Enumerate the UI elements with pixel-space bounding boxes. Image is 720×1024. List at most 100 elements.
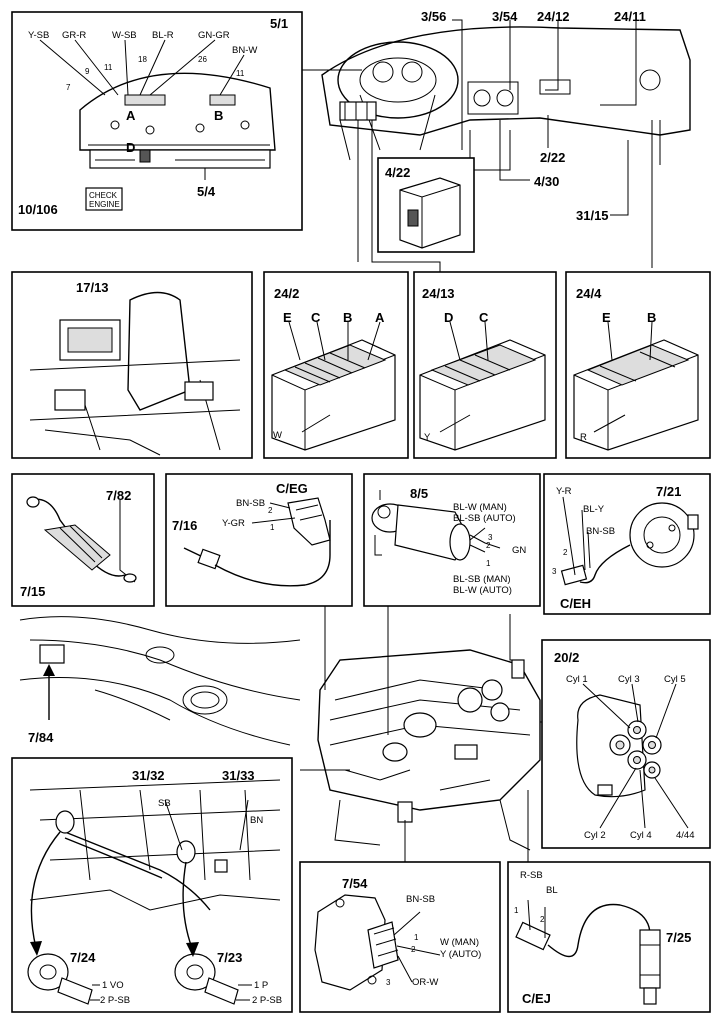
conn-244-b: B (647, 310, 656, 325)
knock-sensor-b (174, 953, 239, 1005)
idle-top-line1: BL-W (MAN) (453, 502, 507, 513)
label-7-24: 7/24 (70, 950, 96, 965)
heater-hose (26, 496, 137, 583)
label-7-82: 7/82 (106, 488, 131, 503)
cluster-panel (11, 11, 303, 231)
label-3-56: 3/56 (421, 9, 446, 24)
conn-242-c: C (311, 310, 321, 325)
conn-244-e: E (602, 310, 611, 325)
label-2-22: 2/22 (540, 150, 565, 165)
label-31-15: 31/15 (576, 208, 609, 223)
relay-4-22 (399, 177, 461, 249)
idle-pin-2: 2 (486, 541, 491, 550)
label-7-21: 7/21 (656, 484, 681, 499)
map-wire-line1: W (MAN) (440, 937, 479, 948)
label-c-ej: C/EJ (522, 991, 551, 1006)
engine-block-underside (29, 779, 281, 911)
label-4-44: 4/44 (676, 830, 695, 841)
knock-a-pin2: 2 P-SB (100, 995, 130, 1006)
conn-d-label: D (126, 140, 135, 155)
conn-2413-wire: Y (424, 432, 431, 443)
pin-9: 9 (85, 67, 90, 76)
map-wire-line2: Y (AUTO) (440, 949, 481, 960)
conn-b-label: B (214, 108, 223, 123)
knock-b-pin1: 1 P (254, 980, 268, 991)
idle-wire-gn: GN (512, 545, 526, 556)
wire-gn-gr: GN-GR (198, 30, 230, 41)
pin-11b: 11 (236, 69, 245, 78)
engine-text: ENGINE (89, 200, 120, 209)
label-20-2: 20/2 (554, 650, 579, 665)
wire-y-gr: Y-GR (222, 518, 245, 529)
conn-2413-d: D (444, 310, 453, 325)
wire-bn-sb-ceg: BN-SB (236, 498, 265, 509)
check-text: CHECK (89, 191, 118, 200)
wire-bl-r: BL-R (152, 30, 174, 41)
knock-sensor-a (27, 953, 93, 1005)
label-10-106: 10/106 (18, 202, 58, 217)
idle-bottom-line2: BL-W (AUTO) (453, 585, 512, 596)
label-5-4: 5/4 (197, 184, 216, 199)
wire-w-sb: W-SB (112, 30, 137, 41)
wire-bn-sb-ceh: BN-SB (586, 526, 615, 537)
label-24-11: 24/11 (614, 9, 646, 24)
label-17-13: 17/13 (76, 280, 109, 295)
label-4-30: 4/30 (534, 174, 559, 189)
pin-26: 26 (198, 55, 207, 64)
wire-y-r: Y-R (556, 486, 572, 497)
conn-242-wire: W (273, 430, 282, 441)
label-4-22: 4/22 (385, 165, 410, 180)
idle-top-line2: BL-SB (AUTO) (453, 513, 516, 524)
map-pin-2: 2 (411, 945, 416, 954)
rpm-sensor (560, 502, 699, 586)
cyl-4-label: Cyl 4 (630, 830, 652, 841)
label-31-33: 31/33 (222, 768, 255, 783)
coolant-temp-sensor (183, 497, 331, 587)
knock-b-pin2: 2 P-SB (252, 995, 282, 1006)
cam-pin-1: 1 (514, 906, 519, 915)
pin-2-ceg: 2 (268, 506, 273, 515)
idle-bottom-line1: BL-SB (MAN) (453, 574, 511, 585)
label-24-4: 24/4 (576, 286, 602, 301)
connector-block-2413 (419, 339, 546, 451)
label-7-23: 7/23 (217, 950, 242, 965)
wire-gr-r: GR-R (62, 30, 86, 41)
wire-y-sb: Y-SB (28, 30, 49, 41)
label-7-54: 7/54 (342, 876, 368, 891)
conn-2413-c: C (479, 310, 489, 325)
cyl-1-label: Cyl 1 (566, 674, 588, 685)
label-7-25: 7/25 (666, 930, 691, 945)
label-24-13: 24/13 (422, 286, 455, 301)
map-pin-3: 3 (386, 978, 391, 987)
conn-242-e: E (283, 310, 292, 325)
map-wire-bn-sb: BN-SB (406, 894, 435, 905)
dashboard-illustration (321, 26, 691, 171)
label-c-eh: C/EH (560, 596, 591, 611)
cam-wire-r-sb: R-SB (520, 870, 543, 881)
cam-pin-2: 2 (540, 915, 545, 924)
label-8-5: 8/5 (410, 486, 428, 501)
label-c-eg: C/EG (276, 481, 308, 496)
cyl-3-label: Cyl 3 (618, 674, 640, 685)
rpm-pin-2: 2 (563, 548, 568, 557)
connector-block-244 (573, 339, 699, 451)
diagnostic-socket (29, 291, 241, 456)
connector-block-242 (271, 339, 396, 451)
conn-242-a: A (375, 310, 385, 325)
pin-11a: 11 (104, 63, 113, 72)
wire-bn-w: BN-W (232, 45, 257, 56)
conn-242-b: B (343, 310, 352, 325)
instrument-cluster (79, 72, 276, 211)
wire-sb: SB (158, 798, 171, 809)
map-wire-or-w: OR-W (412, 977, 438, 988)
distributor-cap (576, 694, 662, 798)
engine-illustration (317, 649, 541, 851)
cyl-2-label: Cyl 2 (584, 830, 606, 841)
idle-pin-1: 1 (486, 559, 491, 568)
map-pin-1: 1 (414, 933, 419, 942)
label-7-15: 7/15 (20, 584, 45, 599)
conn-a-label: A (126, 108, 136, 123)
idle-air-valve (371, 490, 501, 561)
